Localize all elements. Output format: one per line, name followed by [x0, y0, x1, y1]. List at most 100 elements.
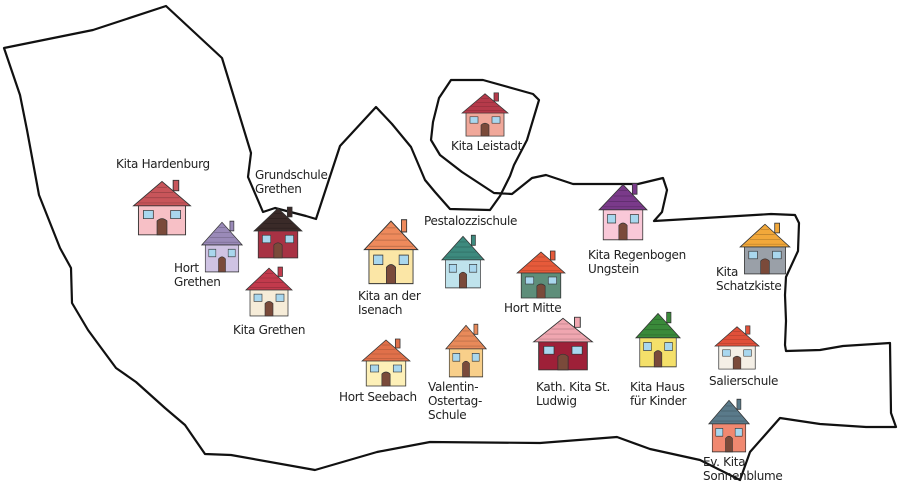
- kita-regenbogen-ungstein-house-icon: [598, 182, 648, 241]
- door: [480, 122, 490, 137]
- house-roof: [253, 207, 303, 232]
- chimney: [172, 179, 180, 192]
- chimney: [631, 182, 638, 195]
- label-kita-grethen: Kita Grethen: [233, 323, 306, 337]
- window: [748, 250, 758, 260]
- label-valentin-ostertag-schule: Valentin-Ostertag-Schule: [428, 380, 483, 422]
- grundschule-grethen-house-icon: [253, 206, 303, 259]
- house-roof: [532, 317, 594, 343]
- salierschule-house-icon: [713, 325, 761, 370]
- door: [386, 264, 396, 285]
- kita-hardenburg-house-icon: [132, 179, 192, 236]
- window: [471, 353, 480, 362]
- window: [743, 349, 752, 357]
- chimney: [473, 323, 479, 335]
- house-roof: [245, 267, 293, 291]
- door: [462, 360, 470, 378]
- chimney: [736, 398, 742, 410]
- window: [571, 346, 583, 355]
- house-roof: [363, 220, 419, 251]
- chimney: [745, 325, 751, 335]
- label-hort-mitte: Hort Mitte: [504, 301, 562, 315]
- house-roof: [634, 312, 682, 339]
- window: [469, 264, 478, 273]
- chimney: [277, 266, 283, 277]
- house-roof: [444, 324, 488, 350]
- window: [227, 248, 236, 258]
- window: [772, 250, 782, 260]
- window: [722, 349, 731, 357]
- window: [664, 342, 673, 351]
- label-hort-seebach: Hort Seebach: [339, 390, 417, 404]
- hort-seebach-house-icon: [361, 338, 411, 387]
- chimney: [229, 220, 235, 232]
- kita-grethen-house-icon: [245, 266, 293, 317]
- door: [725, 435, 733, 453]
- door: [459, 271, 467, 289]
- door: [653, 350, 663, 368]
- label-kita-an-der-isenach: Kita an der Isenach: [358, 289, 421, 317]
- label-kita-leistadt: Kita Leistadt: [451, 139, 523, 153]
- window: [253, 293, 263, 302]
- house-roof: [361, 339, 411, 362]
- window: [469, 116, 479, 124]
- kita-an-der-isenach-house-icon: [363, 219, 419, 285]
- ev-kita-sonnenblume-house-icon: [707, 398, 751, 453]
- window: [208, 248, 217, 258]
- door: [536, 283, 546, 299]
- label-grundschule-grethen: Grundschule Grethen: [255, 168, 328, 196]
- house-roof: [516, 251, 566, 274]
- window: [370, 364, 380, 373]
- house-roof: [132, 180, 192, 207]
- window: [275, 293, 285, 302]
- hort-grethen-house-icon: [200, 220, 244, 273]
- label-kita-schatzkiste: Kita Schatzkiste: [716, 265, 782, 293]
- house-roof: [707, 399, 751, 425]
- window: [491, 116, 501, 124]
- door: [218, 256, 226, 273]
- house-roof: [598, 183, 648, 211]
- window: [715, 428, 724, 437]
- door: [618, 222, 628, 241]
- hort-mitte-house-icon: [516, 250, 566, 299]
- door: [760, 258, 770, 275]
- window: [262, 234, 272, 244]
- door: [557, 353, 569, 371]
- window: [547, 276, 557, 285]
- window: [170, 210, 181, 219]
- chimney: [286, 206, 293, 218]
- window: [525, 276, 535, 285]
- door: [156, 218, 168, 236]
- window: [284, 234, 294, 244]
- kita-leistadt-house-icon: [461, 92, 509, 137]
- label-pestalozzischule: Pestalozzischule: [424, 214, 518, 228]
- window: [392, 364, 402, 373]
- house-roof: [200, 221, 244, 246]
- chimney: [401, 219, 408, 233]
- label-kath-kita-st-ludwig: Kath. Kita St. Ludwig: [536, 380, 610, 408]
- house-roof: [461, 93, 509, 114]
- door: [732, 355, 742, 370]
- door: [264, 301, 274, 317]
- door: [273, 242, 283, 259]
- window: [734, 428, 743, 437]
- window: [629, 214, 639, 224]
- chimney: [774, 222, 780, 234]
- chimney: [666, 311, 672, 324]
- kita-haus-fuer-kinder-house-icon: [634, 311, 682, 368]
- house-roof: [440, 235, 486, 261]
- label-kita-haus-fuer-kinder: Kita Haus für Kinder: [630, 380, 687, 408]
- label-kita-regenbogen-ungstein: Kita Regenbogen Ungstein: [588, 248, 686, 276]
- kita-schatzkiste-house-icon: [739, 222, 791, 275]
- door: [381, 371, 391, 387]
- pestalozzischule-house-icon: [440, 234, 486, 289]
- chimney: [549, 250, 556, 261]
- window: [373, 254, 384, 266]
- chimney: [493, 92, 499, 102]
- window: [398, 254, 409, 266]
- window: [643, 342, 652, 351]
- valentin-ostertag-schule-house-icon: [444, 323, 488, 378]
- house-roof: [739, 223, 791, 248]
- chimney: [470, 234, 476, 246]
- label-hort-grethen: Hort Grethen: [174, 261, 221, 289]
